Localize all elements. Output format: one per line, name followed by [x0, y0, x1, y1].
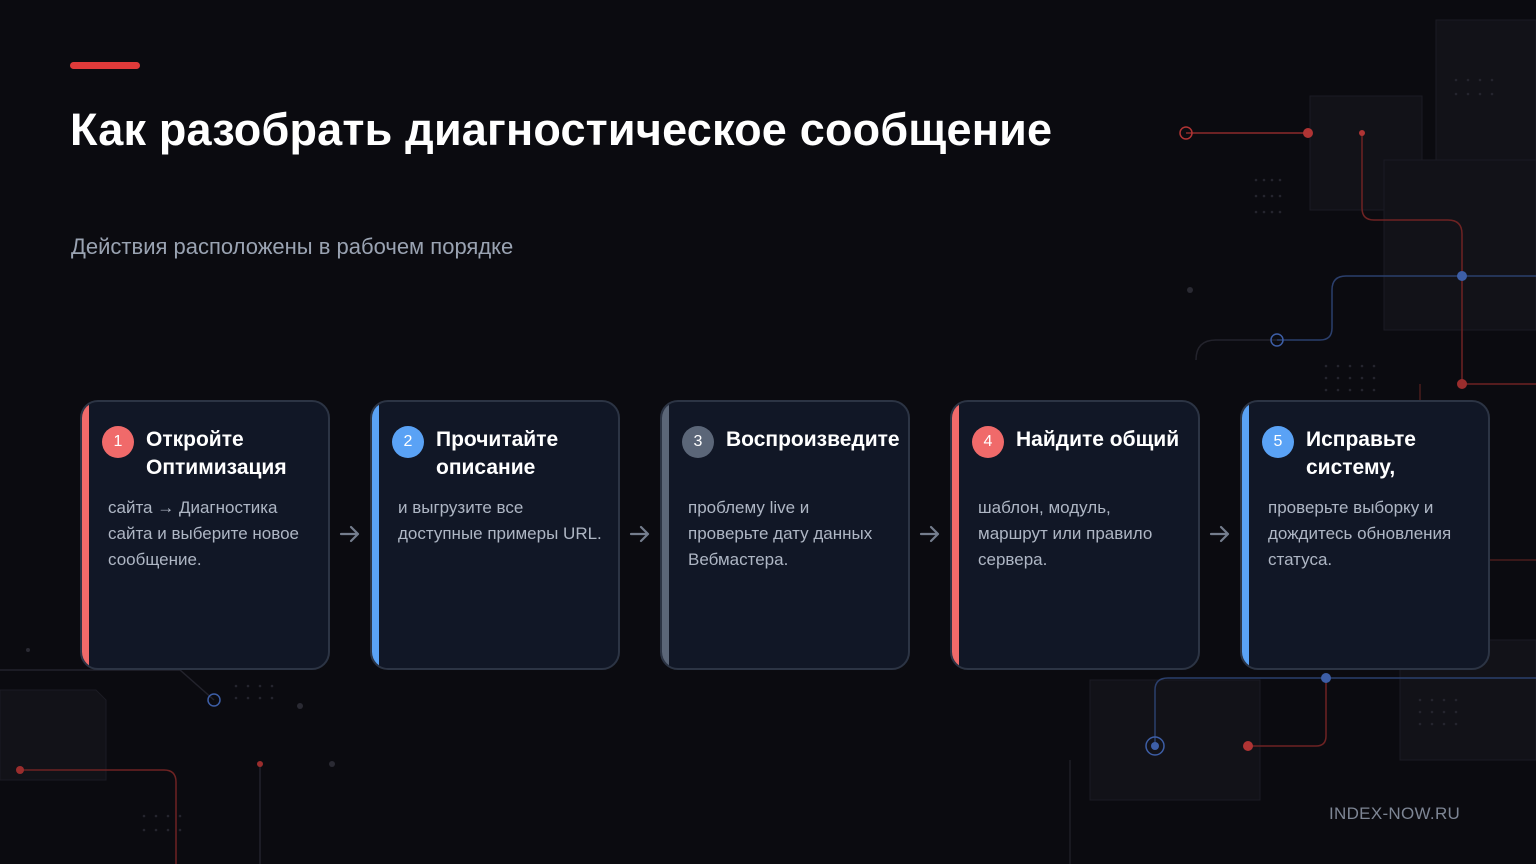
- page-subtitle: Действия расположены в рабочем порядке: [71, 234, 514, 259]
- arrow-right-icon: [628, 522, 652, 546]
- step-stripe: [372, 402, 379, 668]
- step-description: шаблон, модуль, маршрут или правило серв…: [978, 498, 1153, 569]
- step-card-1: 1 Откройте Оптимизация сайта → Диагности…: [80, 400, 330, 670]
- title-accent-bar: [70, 62, 140, 69]
- arrow-right-icon: [918, 522, 942, 546]
- step-title: Найдите общий: [1016, 428, 1180, 451]
- step-stripe: [662, 402, 669, 668]
- step-title: Прочитайте описание: [436, 428, 559, 479]
- step-number-badge: 1: [102, 426, 134, 458]
- step-title: Откройте Оптимизация: [146, 428, 287, 479]
- step-header: 1 Откройте Оптимизация: [102, 426, 320, 482]
- arrow-right-icon: [338, 522, 362, 546]
- step-number-badge: 2: [392, 426, 424, 458]
- step-number-badge: 3: [682, 426, 714, 458]
- step-card-3: 3 Воспроизведите проблему live и проверь…: [660, 400, 910, 670]
- step-header: 5 Исправьте систему,: [1262, 426, 1480, 482]
- step-stripe: [952, 402, 959, 668]
- page-title: Как разобрать диагностическое сообщение: [70, 104, 1053, 155]
- step-card-5: 5 Исправьте систему, проверьте выборку и…: [1240, 400, 1490, 670]
- step-header: 4 Найдите общий: [972, 426, 1190, 458]
- step-description: и выгрузите все доступные примеры URL.: [398, 498, 602, 543]
- step-description: проблему live и проверьте дату данных Ве…: [688, 498, 873, 569]
- step-title: Исправьте систему,: [1306, 428, 1416, 479]
- step-stripe: [82, 402, 89, 668]
- step-number-badge: 4: [972, 426, 1004, 458]
- footer-brand: INDEX-NOW.RU: [1329, 804, 1461, 823]
- arrow-right-icon: [1208, 522, 1232, 546]
- step-card-4: 4 Найдите общий шаблон, модуль, маршрут …: [950, 400, 1200, 670]
- step-title: Воспроизведите: [726, 428, 900, 451]
- step-number-badge: 5: [1262, 426, 1294, 458]
- step-stripe: [1242, 402, 1249, 668]
- step-card-2: 2 Прочитайте описание и выгрузите все до…: [370, 400, 620, 670]
- step-header: 3 Воспроизведите: [682, 426, 900, 458]
- step-header: 2 Прочитайте описание: [392, 426, 610, 482]
- steps-flow: 1 Откройте Оптимизация сайта → Диагности…: [80, 400, 1492, 670]
- step-description: сайта → Диагностика сайта и выберите нов…: [108, 498, 300, 569]
- step-description: проверьте выборку и дождитесь обновления…: [1268, 498, 1452, 569]
